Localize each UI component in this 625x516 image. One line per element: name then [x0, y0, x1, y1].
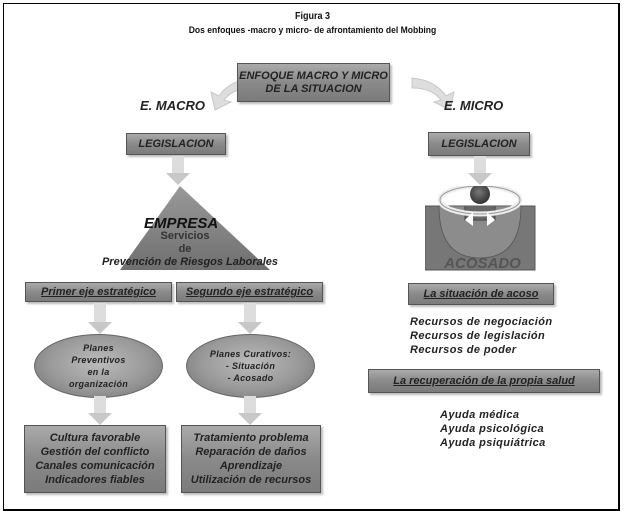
plan-line: organización	[68, 379, 129, 389]
first-axis-box: Primer eje estratégico	[25, 282, 172, 302]
down-arrow	[238, 396, 262, 425]
help-item: Ayuda psicológica	[440, 423, 544, 435]
plan-line: Planes Curativos:	[209, 349, 292, 359]
recovery-label: La recuperación de la propia salud	[393, 375, 575, 387]
micro-heading: E. MICRO	[444, 98, 504, 113]
outcome-item: Tratamiento problema	[193, 432, 309, 444]
down-arrow	[88, 396, 112, 425]
figure-frame	[3, 3, 620, 511]
empresa-line-1: Servicios	[160, 230, 210, 242]
empresa-title: EMPRESA	[144, 215, 219, 232]
recovery-box: La recuperación de la propia salud	[368, 369, 600, 393]
plan-line: - Situación	[225, 361, 276, 371]
empresa-line-3: Prevención de Riesgos Laborales	[101, 256, 279, 268]
preventive-plans-ellipse: Planes Preventivos en la organización	[34, 334, 163, 398]
first-axis-label: Primer eje estratégico	[41, 286, 156, 298]
outcome-item: Reparación de daños	[195, 446, 307, 458]
resources-list: Recursos de negociación Recursos de legi…	[410, 315, 552, 357]
outcome-item: Indicadores fiables	[45, 474, 145, 486]
resource-item: Recursos de poder	[410, 344, 517, 356]
curative-plans-ellipse: Planes Curativos: - Situación - Acosado	[186, 334, 315, 398]
figure-title: Dos enfoques -macro y micro- de afrontam…	[188, 25, 437, 36]
acosado-illustration	[425, 186, 536, 271]
help-item: Ayuda psiquiátrica	[440, 437, 546, 449]
macro-legislation-box: LEGISLACION	[126, 133, 226, 155]
outcome-item: Canales comunicación	[35, 460, 155, 472]
plan-line: en la	[87, 367, 110, 377]
micro-legislation-label: LEGISLACION	[441, 138, 517, 150]
arrow-to-micro	[411, 77, 455, 111]
outcome-item: Cultura favorable	[49, 432, 141, 444]
micro-legislation-box: LEGISLACION	[428, 132, 530, 156]
outcome-item: Utilización de recursos	[190, 474, 312, 486]
second-axis-box: Segundo eje estratégico	[176, 282, 323, 302]
help-list: Ayuda médica Ayuda psicológica Ayuda psi…	[440, 408, 546, 450]
down-arrow	[166, 156, 190, 185]
second-axis-label: Segundo eje estratégico	[185, 286, 314, 298]
approach-line-2: DE LA SITUACION	[265, 82, 362, 95]
down-arrow	[88, 303, 112, 334]
plan-line: - Acosado	[227, 373, 274, 383]
resource-item: Recursos de negociación	[410, 316, 553, 328]
macro-heading: E. MACRO	[140, 98, 205, 113]
preventive-outcomes-box: Cultura favorable Gestión del conflicto …	[24, 425, 166, 493]
approach-box: ENFOQUE MACRO Y MICRO DE LA SITUACION	[237, 63, 390, 102]
empresa-triangle	[120, 186, 270, 270]
approach-line-1: ENFOQUE MACRO Y MICRO	[239, 69, 388, 82]
down-arrow	[468, 156, 492, 185]
empresa-line-2: de	[178, 243, 192, 255]
figure-label: Figura 3	[294, 11, 331, 22]
down-arrow	[238, 303, 262, 334]
outcome-item: Aprendizaje	[219, 460, 283, 472]
acosado-label: ACOSADO	[444, 255, 521, 272]
situation-label: La situación de acoso	[423, 288, 539, 300]
situation-box: La situación de acoso	[408, 283, 554, 305]
macro-legislation-label: LEGISLACION	[138, 138, 214, 150]
plan-line: Planes	[83, 343, 114, 353]
plan-line: Preventivos	[71, 355, 126, 365]
curative-outcomes-box: Tratamiento problema Reparación de daños…	[181, 425, 321, 493]
help-item: Ayuda médica	[440, 409, 520, 421]
outcome-item: Gestión del conflicto	[40, 446, 150, 458]
resource-item: Recursos de legislación	[410, 330, 546, 342]
